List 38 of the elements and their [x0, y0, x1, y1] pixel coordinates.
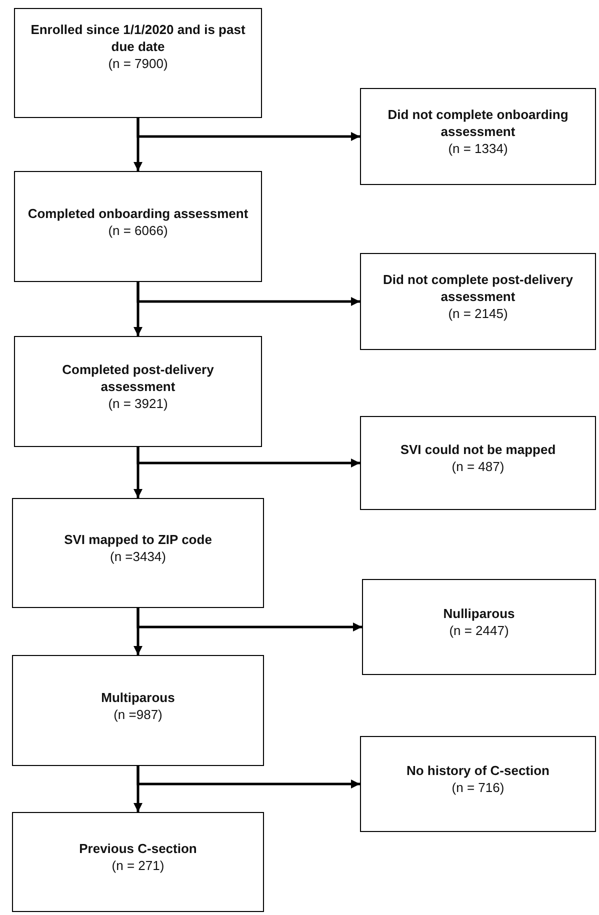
- process-box: [12, 812, 264, 912]
- arrow: [136, 766, 360, 788]
- process-box: [14, 8, 262, 118]
- process-box: [360, 416, 596, 510]
- process-box: [14, 171, 262, 282]
- box-heading: No history of C-section: [406, 762, 550, 779]
- count-text: (n = 271): [112, 857, 164, 874]
- arrow: [136, 608, 362, 632]
- process-box: [360, 736, 596, 832]
- box-heading: Nulliparous: [443, 605, 515, 622]
- box-heading: Previous C-section: [79, 840, 197, 857]
- count-text: (n = 487): [452, 458, 504, 475]
- box-heading: SVI could not be mapped: [400, 441, 556, 458]
- process-box: [12, 498, 264, 608]
- count-text: (n = 1334): [448, 140, 508, 157]
- box-heading: Did not complete post-delivery assessment: [382, 271, 574, 305]
- process-box: [360, 253, 596, 350]
- process-box: [14, 336, 262, 447]
- count-text: (n = 3921): [108, 395, 168, 412]
- arrow: [136, 118, 360, 141]
- count-text: (n =3434): [110, 548, 166, 565]
- box-heading: SVI mapped to ZIP code: [64, 531, 212, 548]
- box-heading: Enrolled since 1/1/2020 and is past due date: [30, 21, 246, 55]
- count-text: (n = 2145): [448, 305, 508, 322]
- process-box: [12, 655, 264, 766]
- count-text: (n = 716): [452, 779, 504, 796]
- box-heading: Completed post-delivery assessment: [61, 361, 215, 395]
- arrow: [136, 282, 360, 306]
- arrow: [136, 447, 360, 468]
- process-box: [362, 579, 596, 675]
- count-text: (n = 6066): [108, 222, 168, 238]
- process-box: [360, 88, 596, 185]
- count-text: (n = 7900): [108, 55, 168, 72]
- box-heading: Multiparous: [101, 688, 175, 706]
- count-text: (n =987): [114, 706, 162, 722]
- box-heading: Did not complete onboarding assessment: [386, 106, 570, 140]
- box-heading: Completed onboarding assessment: [28, 204, 248, 222]
- count-text: (n = 2447): [449, 622, 509, 639]
